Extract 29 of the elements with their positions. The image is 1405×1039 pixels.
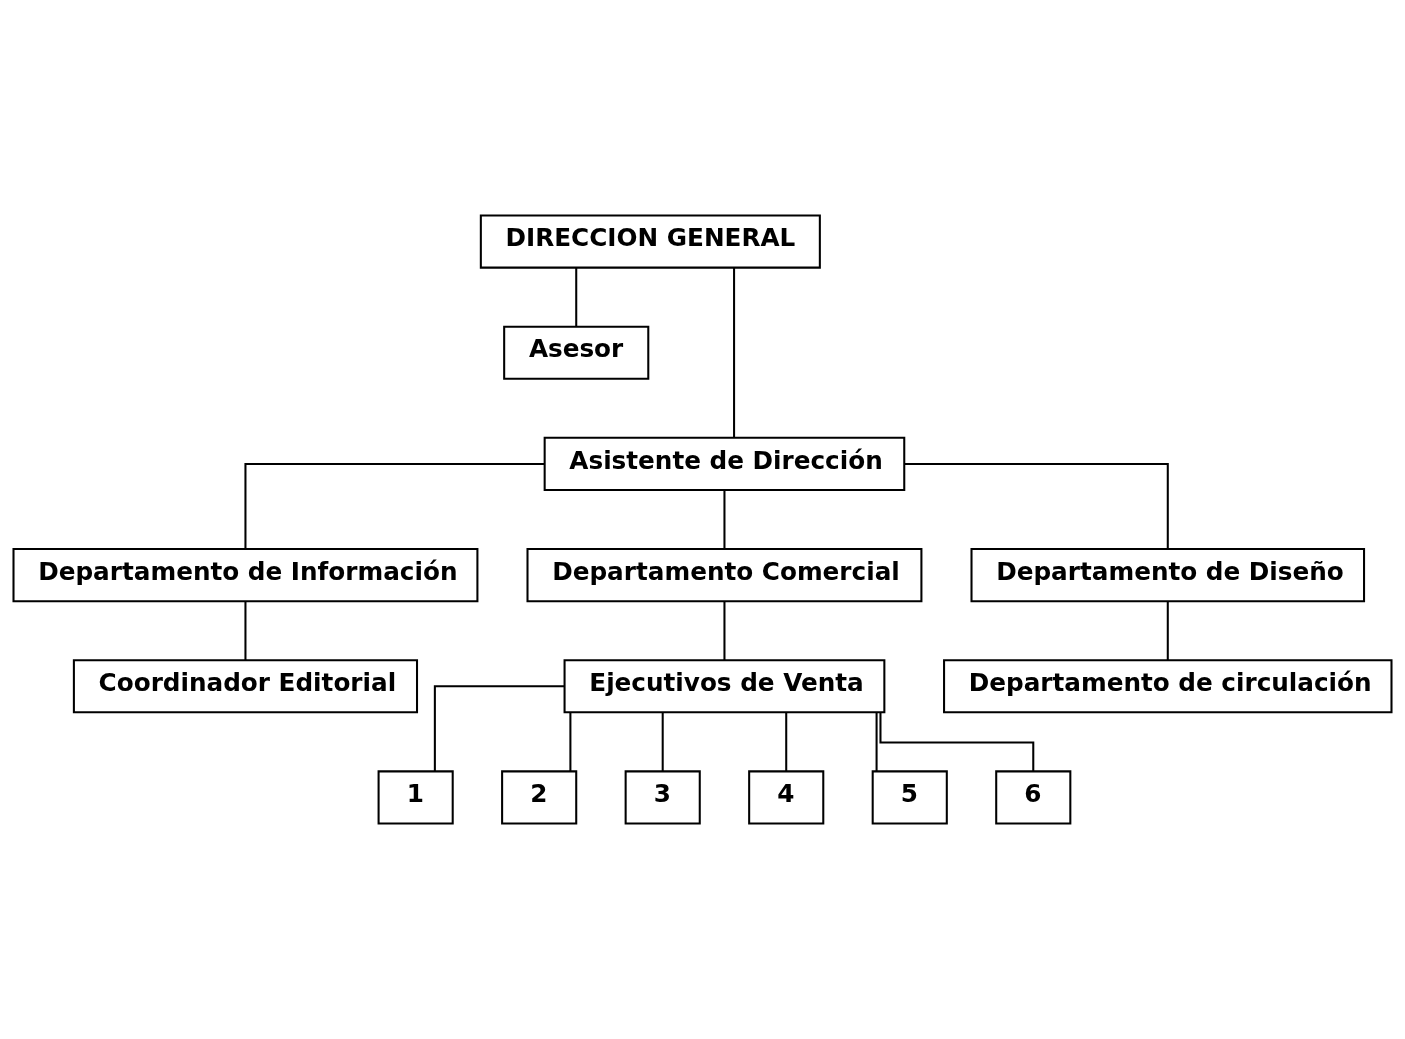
- node-box: 6: [995, 770, 1072, 825]
- node-box: Departamento de Diseño: [970, 548, 1366, 603]
- node-box: 3: [624, 770, 701, 825]
- node-box: Coordinador Editorial: [72, 659, 419, 714]
- connector: [879, 712, 1035, 772]
- connector: [723, 601, 726, 661]
- node-box: Ejecutivos de Venta: [563, 659, 886, 714]
- connector: [875, 712, 878, 772]
- connector: [1166, 601, 1169, 661]
- connector: [244, 601, 247, 661]
- connector: [733, 267, 736, 438]
- connector: [661, 712, 664, 772]
- connector: [723, 490, 726, 549]
- node-box: 5: [871, 770, 948, 825]
- connector: [433, 685, 565, 772]
- node-box: Departamento Comercial: [526, 548, 923, 603]
- connector: [244, 462, 545, 549]
- node-box: 4: [748, 770, 825, 825]
- connector: [575, 267, 578, 327]
- node-box: Departamento de circulación: [943, 659, 1393, 714]
- node-box: 1: [377, 770, 454, 825]
- node-box: DIRECCION GENERAL: [479, 214, 821, 269]
- node-box: 2: [501, 770, 578, 825]
- connector: [785, 712, 788, 772]
- node-box: Asesor: [503, 325, 650, 380]
- node-box: Asistente de Dirección: [543, 436, 906, 491]
- connector: [904, 462, 1169, 549]
- node-box: Departamento de Información: [12, 548, 479, 603]
- connector: [569, 712, 572, 772]
